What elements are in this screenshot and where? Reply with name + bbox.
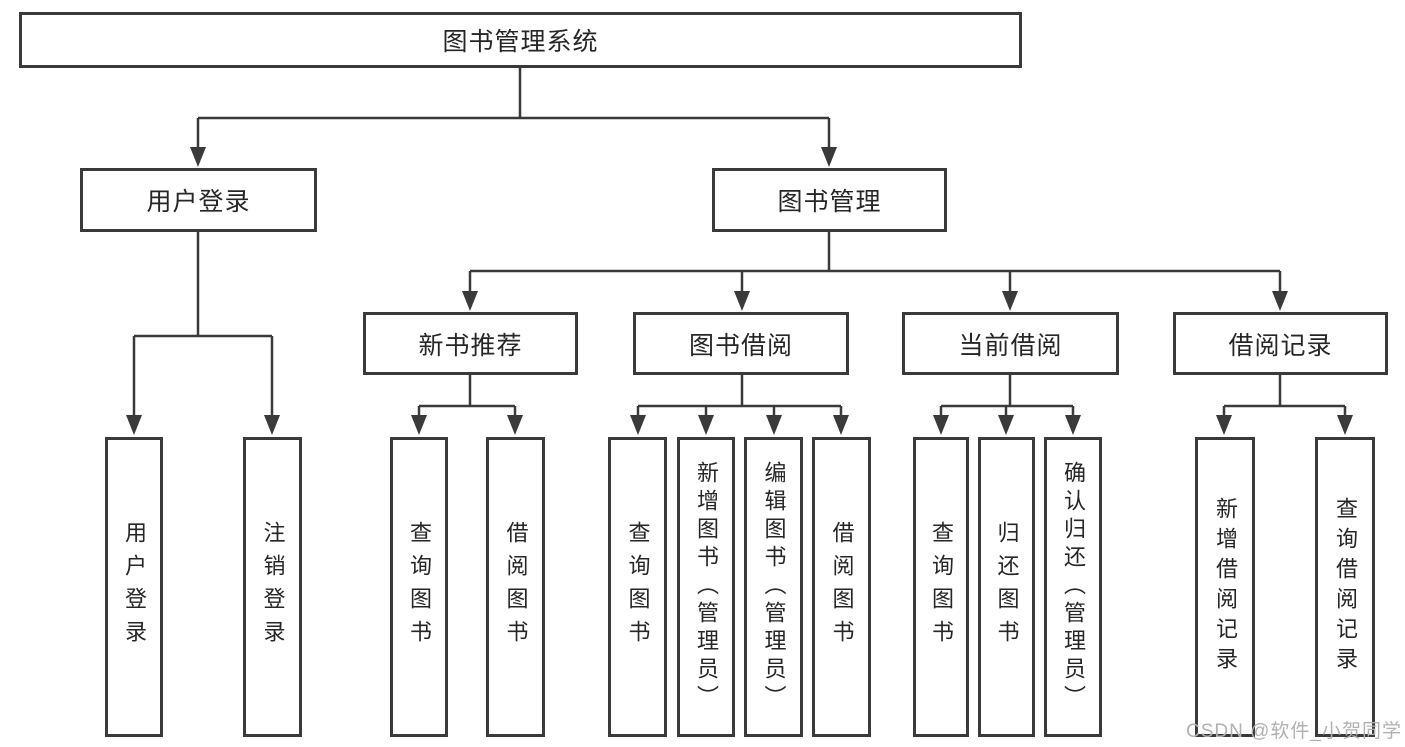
node-rec-borrow-books: 借阅图书 [486, 437, 545, 737]
node-bb-edit-books-admin: 编辑图书（管理员） [744, 437, 803, 737]
node-new-book-rec: 新书推荐 [363, 312, 578, 375]
node-current-borrow: 当前借阅 [902, 312, 1119, 375]
node-br-query-record: 查询借阅记录 [1315, 437, 1375, 737]
node-cb-confirm-return-admin: 确认归还（管理员） [1044, 437, 1102, 737]
node-label: 图书管理 [777, 188, 882, 216]
node-label: 编辑图书（管理员） [761, 461, 787, 713]
node-bb-query-books: 查询图书 [608, 437, 667, 737]
node-label: 新增借阅记录 [1213, 497, 1238, 677]
node-logout-leaf: 注销登录 [243, 437, 302, 737]
node-label: 查询借阅记录 [1333, 497, 1358, 677]
node-label: 查询图书 [929, 521, 954, 653]
node-rec-query-books: 查询图书 [390, 437, 448, 737]
node-bb-lend-books: 借阅图书 [812, 437, 871, 737]
node-label: 借阅图书 [829, 521, 855, 653]
node-bb-add-books-admin: 新增图书（管理员） [677, 437, 735, 737]
node-label: 借阅图书 [503, 521, 529, 653]
node-cb-query-books: 查询图书 [913, 437, 969, 737]
node-label: 用户登录 [146, 188, 251, 216]
node-label: 当前借阅 [958, 331, 1063, 360]
node-br-add-record: 新增借阅记录 [1195, 437, 1255, 737]
node-label: 借阅记录 [1228, 331, 1333, 360]
node-label: 图书借阅 [688, 331, 793, 360]
node-cb-return-books: 归还图书 [978, 437, 1035, 737]
csdn-watermark: CSDN @软件_小贺同学 [1186, 721, 1402, 742]
node-user-login: 用户登录 [80, 168, 317, 232]
node-label: 查询图书 [407, 521, 432, 653]
node-login-leaf: 用户登录 [105, 437, 163, 737]
node-root: 图书管理系统 [19, 12, 1022, 68]
node-label: 确认归还（管理员） [1061, 461, 1086, 713]
node-book-borrow: 图书借阅 [633, 312, 849, 375]
node-borrow-records: 借阅记录 [1173, 312, 1388, 375]
node-label: 归还图书 [994, 521, 1020, 653]
node-label: 查询图书 [625, 521, 651, 653]
node-label: 用户登录 [122, 521, 147, 653]
node-label: 新增图书（管理员） [694, 461, 719, 713]
node-label: 图书管理系统 [442, 28, 599, 56]
node-label: 新书推荐 [418, 331, 523, 360]
node-label: 注销登录 [260, 521, 286, 653]
node-book-mgmt: 图书管理 [712, 168, 947, 232]
